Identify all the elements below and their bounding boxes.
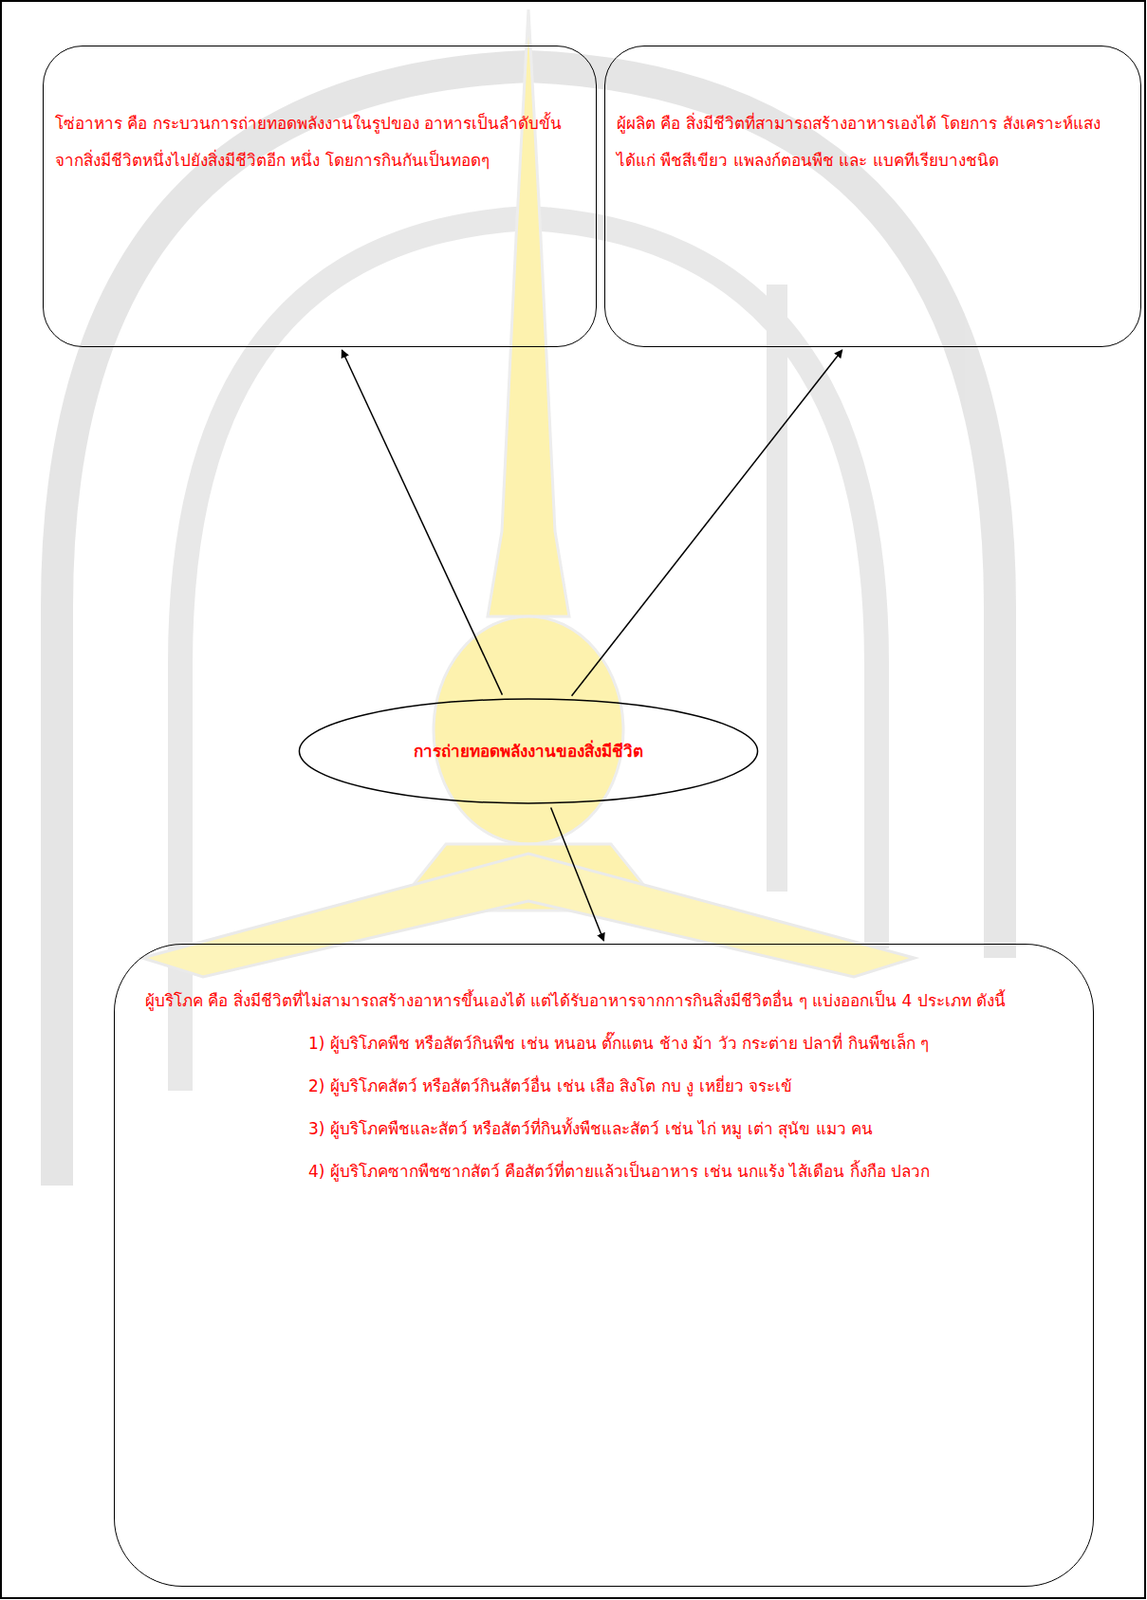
concept-text: การถ่ายทอดพลังงานของสิ่งมีชีวิต bbox=[413, 740, 644, 763]
watermark-bulb bbox=[433, 616, 624, 845]
watermark-bar bbox=[766, 284, 788, 892]
concept-box: โซ่อาหาร คือ กระบวนการถ่ายทอดพลังงานในรู… bbox=[42, 45, 597, 348]
arrow-connector bbox=[572, 350, 843, 697]
concept-ellipse: การถ่ายทอดพลังงานของสิ่งมีชีวิต bbox=[297, 698, 759, 805]
list-item-text: 4) ผู้บริโภคซากพืชซากสัตว์ คือสัตว์ที่ตา… bbox=[145, 1153, 1063, 1191]
concept-text: ผู้ผลิต คือ สิ่งมีชีวิตที่สามารถสร้างอาห… bbox=[616, 105, 1129, 180]
arrow-connector bbox=[551, 807, 605, 942]
ellipse-shape bbox=[298, 699, 758, 804]
concept-box: ผู้ผลิต คือ สิ่งมีชีวิตที่สามารถสร้างอาห… bbox=[604, 45, 1142, 348]
concept-box: ผู้บริโภค คือ สิ่งมีชีวิตที่ไม่สามารถสร้… bbox=[113, 943, 1094, 1588]
list-item-text: 3) ผู้บริโภคพืชและสัตว์ หรือสัตว์ที่กินท… bbox=[145, 1110, 1063, 1148]
list-item-text: 1) ผู้บริโภคพืช หรือสัตว์กินพืช เช่น หนอ… bbox=[145, 1025, 1063, 1063]
arrow-connector bbox=[341, 350, 502, 696]
watermark-spire bbox=[487, 9, 570, 617]
concept-text: โซ่อาหาร คือ กระบวนการถ่ายทอดพลังงานในรู… bbox=[55, 105, 585, 180]
concept-text: ผู้บริโภค คือ สิ่งมีชีวิตที่ไม่สามารถสร้… bbox=[145, 982, 1063, 1020]
list-item-text: 2) ผู้บริโภคสัตว์ หรือสัตว์กินสัตว์อื่น … bbox=[145, 1068, 1063, 1106]
watermark-fan bbox=[142, 853, 915, 978]
